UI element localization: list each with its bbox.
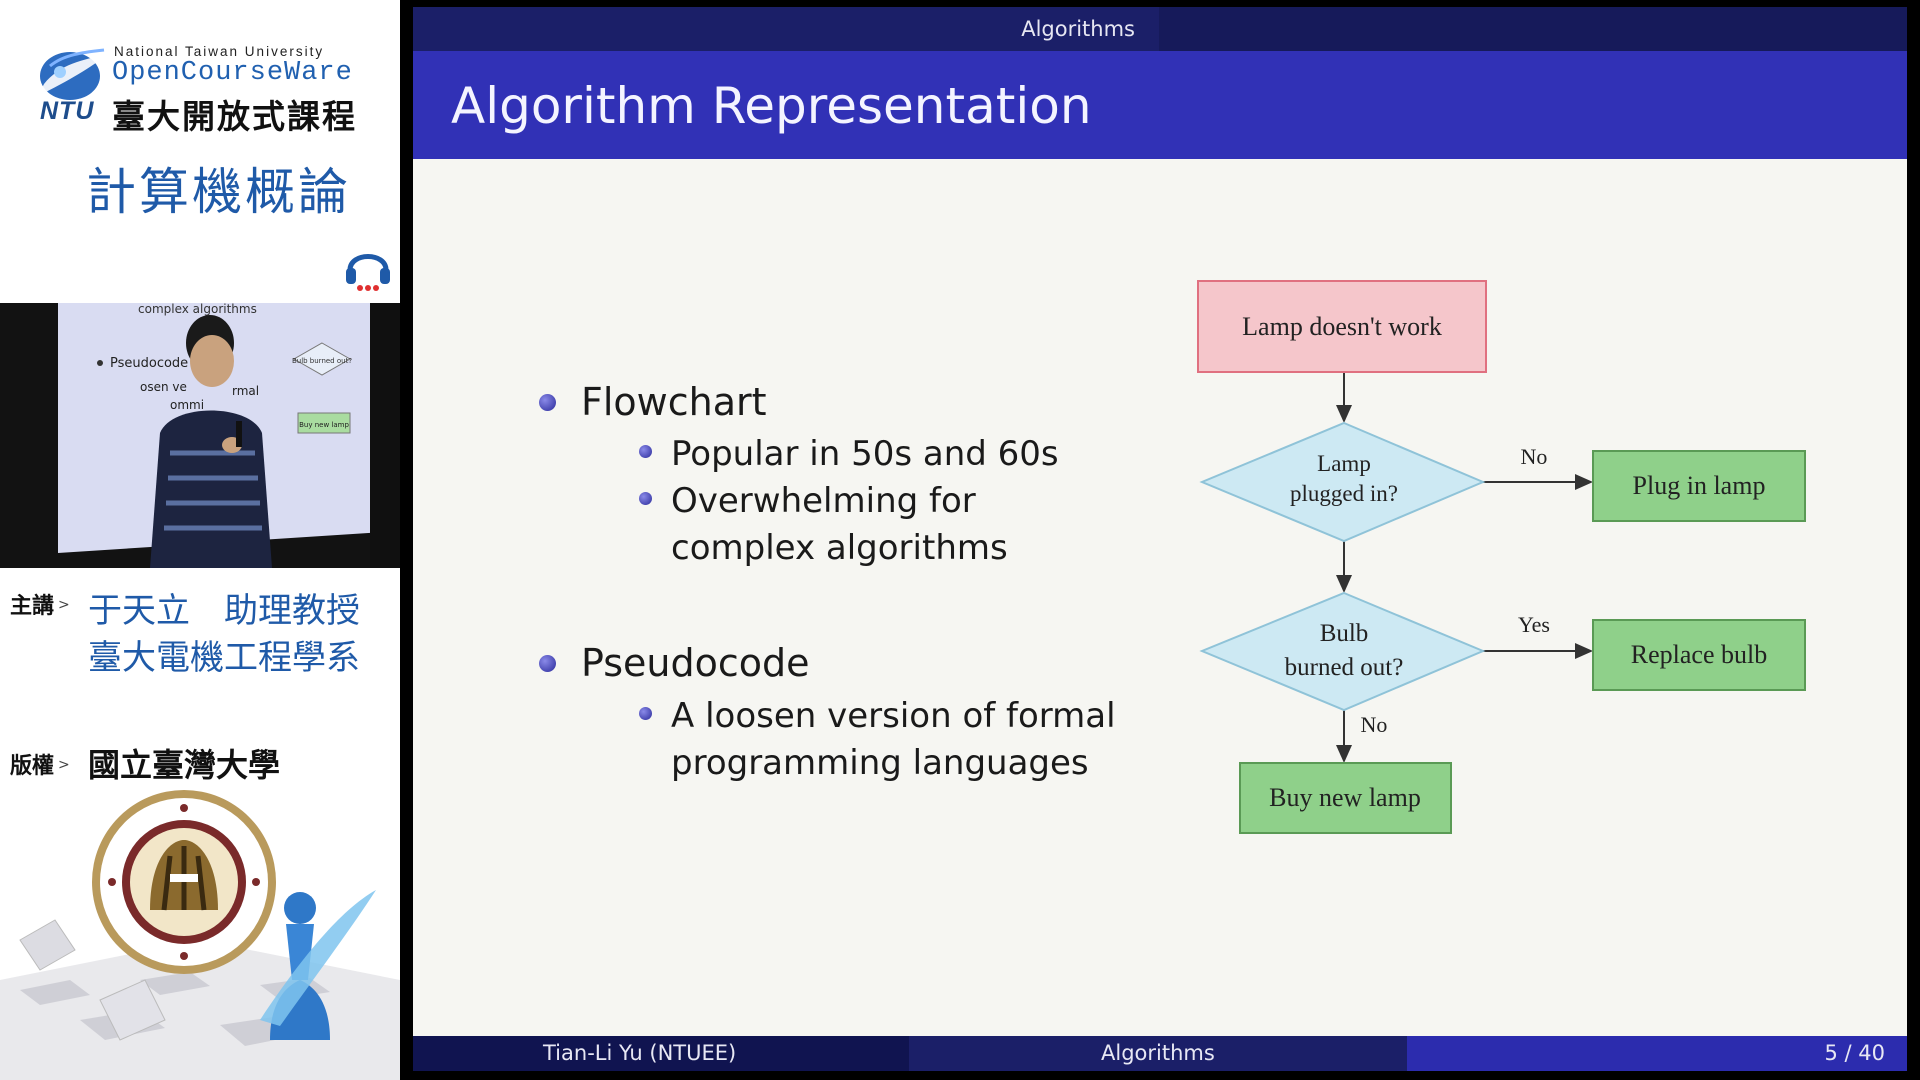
flow-label-no: No — [1521, 444, 1548, 469]
chess-pawn-icon — [260, 890, 376, 1040]
course-title: 計算機概論 — [86, 163, 351, 221]
lamp-flowchart: Lamp doesn't work Lamp plugged in? No Pl… — [1197, 280, 1806, 834]
ntu-letters: NTU — [40, 97, 95, 125]
video-slide-text: Bulb burned out? — [292, 357, 352, 365]
slide-title: Algorithm Representation — [451, 77, 1092, 135]
flow-label-no: No — [1361, 712, 1388, 737]
copyright-label: 版權> — [10, 753, 70, 779]
flow-action-replace — [1592, 619, 1806, 691]
sub-bullet: Popular in 50s and 60s — [639, 431, 1059, 478]
flow-decision-2 — [1199, 591, 1486, 712]
flow-end-text: Buy new lamp — [1269, 783, 1421, 812]
headset-icon[interactable] — [342, 240, 394, 292]
slide-footer: Tian-Li Yu (NTUEE) Algorithms 5 / 40 — [413, 1036, 1907, 1071]
flow-decision-2-line2: burned out? — [1285, 654, 1404, 681]
flow-decision-2-line1: Bulb — [1320, 620, 1369, 647]
flow-end-box — [1239, 762, 1452, 834]
bullet-icon — [539, 394, 556, 411]
copyright-holder: 國立臺灣大學 — [88, 746, 281, 784]
flow-decision-1-line1: Lamp — [1317, 451, 1371, 476]
course-sidebar: NTU National Taiwan University OpenCours… — [0, 0, 400, 1080]
globe-logo-icon — [38, 48, 108, 100]
flow-start-box — [1197, 280, 1487, 373]
lecturer-name: 于天立 助理教授 — [88, 591, 360, 631]
flow-action-plug — [1592, 450, 1806, 522]
video-slide-text: Pseudocode — [110, 356, 188, 371]
ocw-name: OpenCourseWare — [112, 58, 353, 88]
bullet-pseudocode: Pseudocode — [539, 641, 810, 685]
sub-bullet: A loosen version of formal — [639, 693, 1116, 740]
video-frame: complex algorithms Pseudocode osen ve rm… — [0, 303, 400, 568]
bullet-icon — [639, 445, 652, 458]
bullet-icon — [639, 492, 652, 505]
flow-decision-1-line2: plugged in? — [1290, 481, 1398, 506]
bullet-icon — [539, 655, 556, 672]
video-slide-text: osen ve — [140, 380, 187, 394]
sub-bullet-continued: complex algorithms — [671, 528, 1008, 568]
flow-label-yes: Yes — [1518, 612, 1550, 637]
sub-bullet-continued: programming languages — [671, 743, 1089, 783]
video-slide-text: Buy new lamp — [299, 421, 349, 429]
university-name-en: National Taiwan University — [114, 44, 325, 59]
flow-action-replace-text: Replace bulb — [1631, 640, 1767, 669]
sub-bullet: Overwhelming for — [639, 478, 976, 525]
slide-section-header: Algorithms — [1021, 17, 1135, 41]
ocw-logo: NTU National Taiwan University OpenCours… — [26, 42, 366, 136]
slide-header-bar: Algorithms — [413, 7, 1907, 51]
lecturer-department: 臺大電機工程學系 — [88, 638, 360, 678]
lecture-video[interactable]: complex algorithms Pseudocode osen ve rm… — [0, 303, 400, 568]
presentation-slide: Algorithms Algorithm Representation Flow… — [413, 7, 1907, 1071]
video-slide-text: ommi — [170, 398, 204, 412]
video-slide-text: rmal — [232, 384, 259, 398]
flow-start-text: Lamp doesn't work — [1242, 312, 1442, 341]
bullet-icon — [639, 707, 652, 720]
footer-author: Tian-Li Yu (NTUEE) — [543, 1041, 737, 1065]
ocw-name-cn: 臺大開放式課程 — [112, 97, 357, 136]
footer-page-number: 5 / 40 — [1824, 1041, 1885, 1065]
lecturer-label: 主講> — [10, 593, 70, 619]
video-slide-text: complex algorithms — [138, 303, 257, 316]
ntu-seal-icon — [92, 790, 276, 974]
bullet-flowchart: Flowchart — [539, 380, 767, 424]
sidebar-decoration — [0, 790, 400, 1080]
flow-decision-1 — [1199, 421, 1486, 543]
footer-topic: Algorithms — [1101, 1041, 1215, 1065]
flow-action-plug-text: Plug in lamp — [1633, 471, 1766, 500]
slide-title-bar: Algorithm Representation — [413, 51, 1907, 159]
